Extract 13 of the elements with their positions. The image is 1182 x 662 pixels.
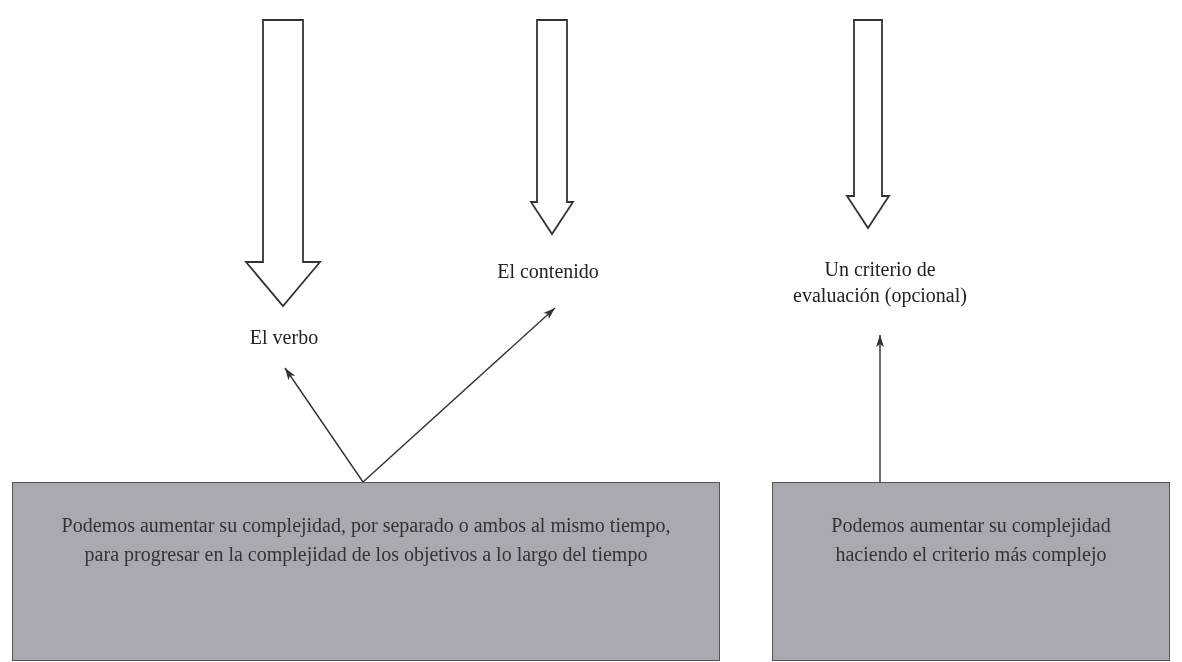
block-arrow xyxy=(244,19,322,308)
panel-text: Podemos aumentar su complejidad, por separado o ambos al mismo tiempo, para progresar en la complejidad de los objetivos a lo largo del tiempo xyxy=(60,513,672,568)
concept-label: Un criterio de evaluación (opcional) xyxy=(792,256,968,308)
panel-text: Podemos aumentar su complejidad haciendo el criterio más complejo xyxy=(831,513,1111,568)
text-panel xyxy=(772,482,1170,661)
concept-label: El verbo xyxy=(249,325,319,350)
arrow xyxy=(284,367,364,483)
block-arrow xyxy=(845,19,891,230)
text-panel xyxy=(12,482,720,661)
block-arrow xyxy=(529,19,575,236)
concept-label: El contenido xyxy=(497,259,599,284)
arrow xyxy=(362,307,556,483)
arrow xyxy=(876,334,884,483)
